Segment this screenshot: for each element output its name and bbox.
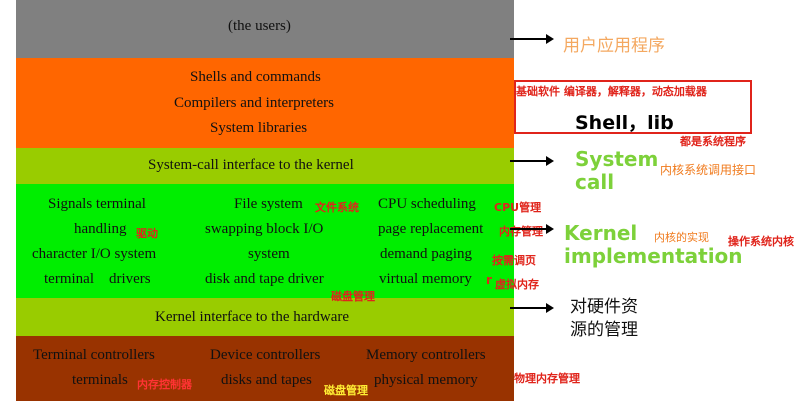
kernel-impl-cn: 内核的实现 (654, 231, 709, 244)
note-r-suffix: r (486, 273, 492, 287)
hw-row2-1: terminals (72, 372, 128, 388)
user-apps-label: 用户应用程序 (563, 36, 665, 56)
hw-row1-3: Memory controllers (366, 347, 486, 363)
shells-layer: Shells and commands Compilers and interp… (16, 58, 514, 148)
note-disk-mgmt-2: 磁盘管理 (324, 384, 368, 397)
os-kernel-label: 操作系统内核 (728, 235, 794, 248)
kernel-impl-en-1: Kernel (564, 221, 638, 245)
system-call-cn: 内核系统调用接口 (660, 163, 757, 177)
hw-mgmt-line-2: 源的管理 (570, 320, 638, 340)
kernel-col1-2: handling (74, 221, 127, 237)
hw-row1-2: Device controllers (210, 347, 321, 363)
kernel-col2-1: File system (234, 196, 303, 212)
note-mem-ctrl: 内存控制器 (137, 378, 192, 391)
shells-line-1: Shells and commands (190, 69, 321, 85)
hw-interface-label: Kernel interface to the hardware (155, 309, 350, 325)
syscall-layer: System-call interface to the kernel (16, 148, 514, 184)
users-label: (the users) (228, 18, 291, 34)
note-driver: 驱动 (136, 227, 158, 240)
arrow-hardware (510, 303, 554, 313)
hw-row2-2: disks and tapes (221, 372, 312, 388)
kernel-col3-4: virtual memory (379, 271, 472, 287)
kernel-col3-1: CPU scheduling (378, 196, 476, 212)
hw-interface-layer: Kernel interface to the hardware (16, 298, 514, 336)
kernel-impl-en-2: implementation (564, 244, 743, 268)
base-software-label: 基础软件 编译器，解释器，动态加载器 (516, 85, 707, 98)
arrow-kernel (510, 224, 554, 234)
users-layer: (the users) (16, 0, 514, 58)
system-programs-label: 都是系统程序 (680, 135, 746, 148)
note-virtual-mem: 虚拟内存 (495, 278, 539, 291)
kernel-col1-1: Signals terminal (48, 196, 146, 212)
system-call-en-1: System (575, 147, 659, 171)
hw-row1-1: Terminal controllers (33, 347, 155, 363)
kernel-col2-4: disk and tape driver (205, 271, 324, 287)
kernel-col1-3: character I/O system (32, 246, 157, 262)
note-cpu-mgmt: CPU管理 (494, 201, 542, 214)
note-mem-mgmt: 内存管理 (499, 225, 543, 238)
note-filesystem: 文件系统 (315, 201, 359, 214)
kernel-layer: Signals terminal handling character I/O … (16, 184, 514, 298)
kernel-col3-2: page replacement (378, 221, 484, 237)
system-call-en-2: call (575, 170, 615, 194)
arrow-syscall (510, 156, 554, 166)
kernel-col2-2: swapping block I/O (205, 221, 324, 237)
arrow-users (510, 34, 554, 44)
syscall-label: System-call interface to the kernel (148, 157, 354, 173)
note-demand-paging: 按需调页 (492, 254, 536, 267)
shell-lib-label: Shell，lib (575, 112, 674, 134)
note-disk-mgmt: 磁盘管理 (331, 290, 375, 303)
shells-line-3: System libraries (210, 120, 308, 136)
shells-line-2: Compilers and interpreters (174, 95, 334, 111)
hw-mgmt-line-1: 对硬件资 (570, 297, 638, 317)
kernel-col2-3: system (248, 246, 290, 262)
base-software-box (514, 80, 752, 134)
note-phys-mem-mgmt: 物理内存管理 (514, 372, 580, 385)
hardware-layer: Terminal controllers Device controllers … (16, 336, 514, 401)
kernel-col1-4: terminal drivers (44, 271, 151, 287)
hw-row2-3: physical memory (374, 372, 478, 388)
kernel-col3-3: demand paging (380, 246, 473, 262)
